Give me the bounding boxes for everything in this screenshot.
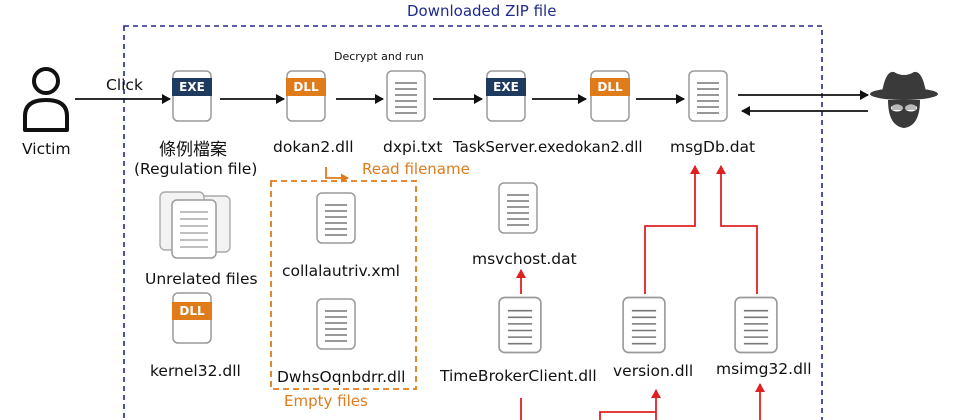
unrelated-files-label: Unrelated files [145, 270, 258, 288]
text-file-icon [498, 182, 538, 234]
msvchost-label: msvchost.dat [472, 250, 577, 268]
dll-badge: DLL [590, 78, 630, 96]
dll-badge: DLL [172, 302, 212, 320]
sample-name-chinese: 條例檔案 [159, 140, 227, 160]
victim-label: Victim [22, 140, 71, 158]
text-file-icon [688, 70, 728, 122]
dokan2-label: dokan2.dll [273, 138, 354, 156]
decrypt-label: Decrypt and run [334, 50, 424, 63]
text-file-icon [386, 70, 426, 122]
exe-badge: EXE [172, 78, 212, 96]
sample-name-english: (Regulation file) [134, 160, 258, 178]
dxpi-label: dxpi.txt [383, 138, 443, 156]
dll-badge: DLL [286, 78, 326, 96]
timebroker-label: TimeBrokerClient.dll [440, 367, 597, 385]
person-icon [23, 67, 69, 132]
empty-files-label: Empty files [284, 392, 368, 410]
msgdb-label: msgDb.dat [670, 138, 756, 156]
line-bottom-version [599, 411, 656, 420]
text-file-icon [316, 192, 356, 244]
dwhs-label: DwhsOqnbdrr.dll [277, 368, 406, 386]
click-label: Click [106, 76, 143, 94]
stacked-files-icon [159, 191, 231, 259]
text-file-icon [498, 296, 542, 354]
text-file-icon [734, 296, 778, 354]
taskserver-dokan2-label: TaskServer.exedokan2.dll [453, 138, 643, 156]
arrow-msimg32-msgdb [716, 165, 758, 294]
msimg32-label: msimg32.dll [716, 360, 812, 378]
arrow-version-msgdb [644, 165, 700, 294]
zip-file-box [123, 25, 823, 420]
version-label: version.dll [613, 362, 694, 380]
hacker-icon [870, 71, 938, 128]
read-filename-label: Read filename [362, 160, 470, 178]
zip-title: Downloaded ZIP file [407, 2, 557, 20]
text-file-icon [316, 298, 356, 350]
text-file-icon [622, 296, 666, 354]
arrow-read-filename [325, 167, 349, 183]
exe-badge: EXE [486, 78, 526, 96]
collalautriv-label: collalautriv.xml [282, 262, 400, 280]
kernel32-label: kernel32.dll [150, 362, 241, 380]
